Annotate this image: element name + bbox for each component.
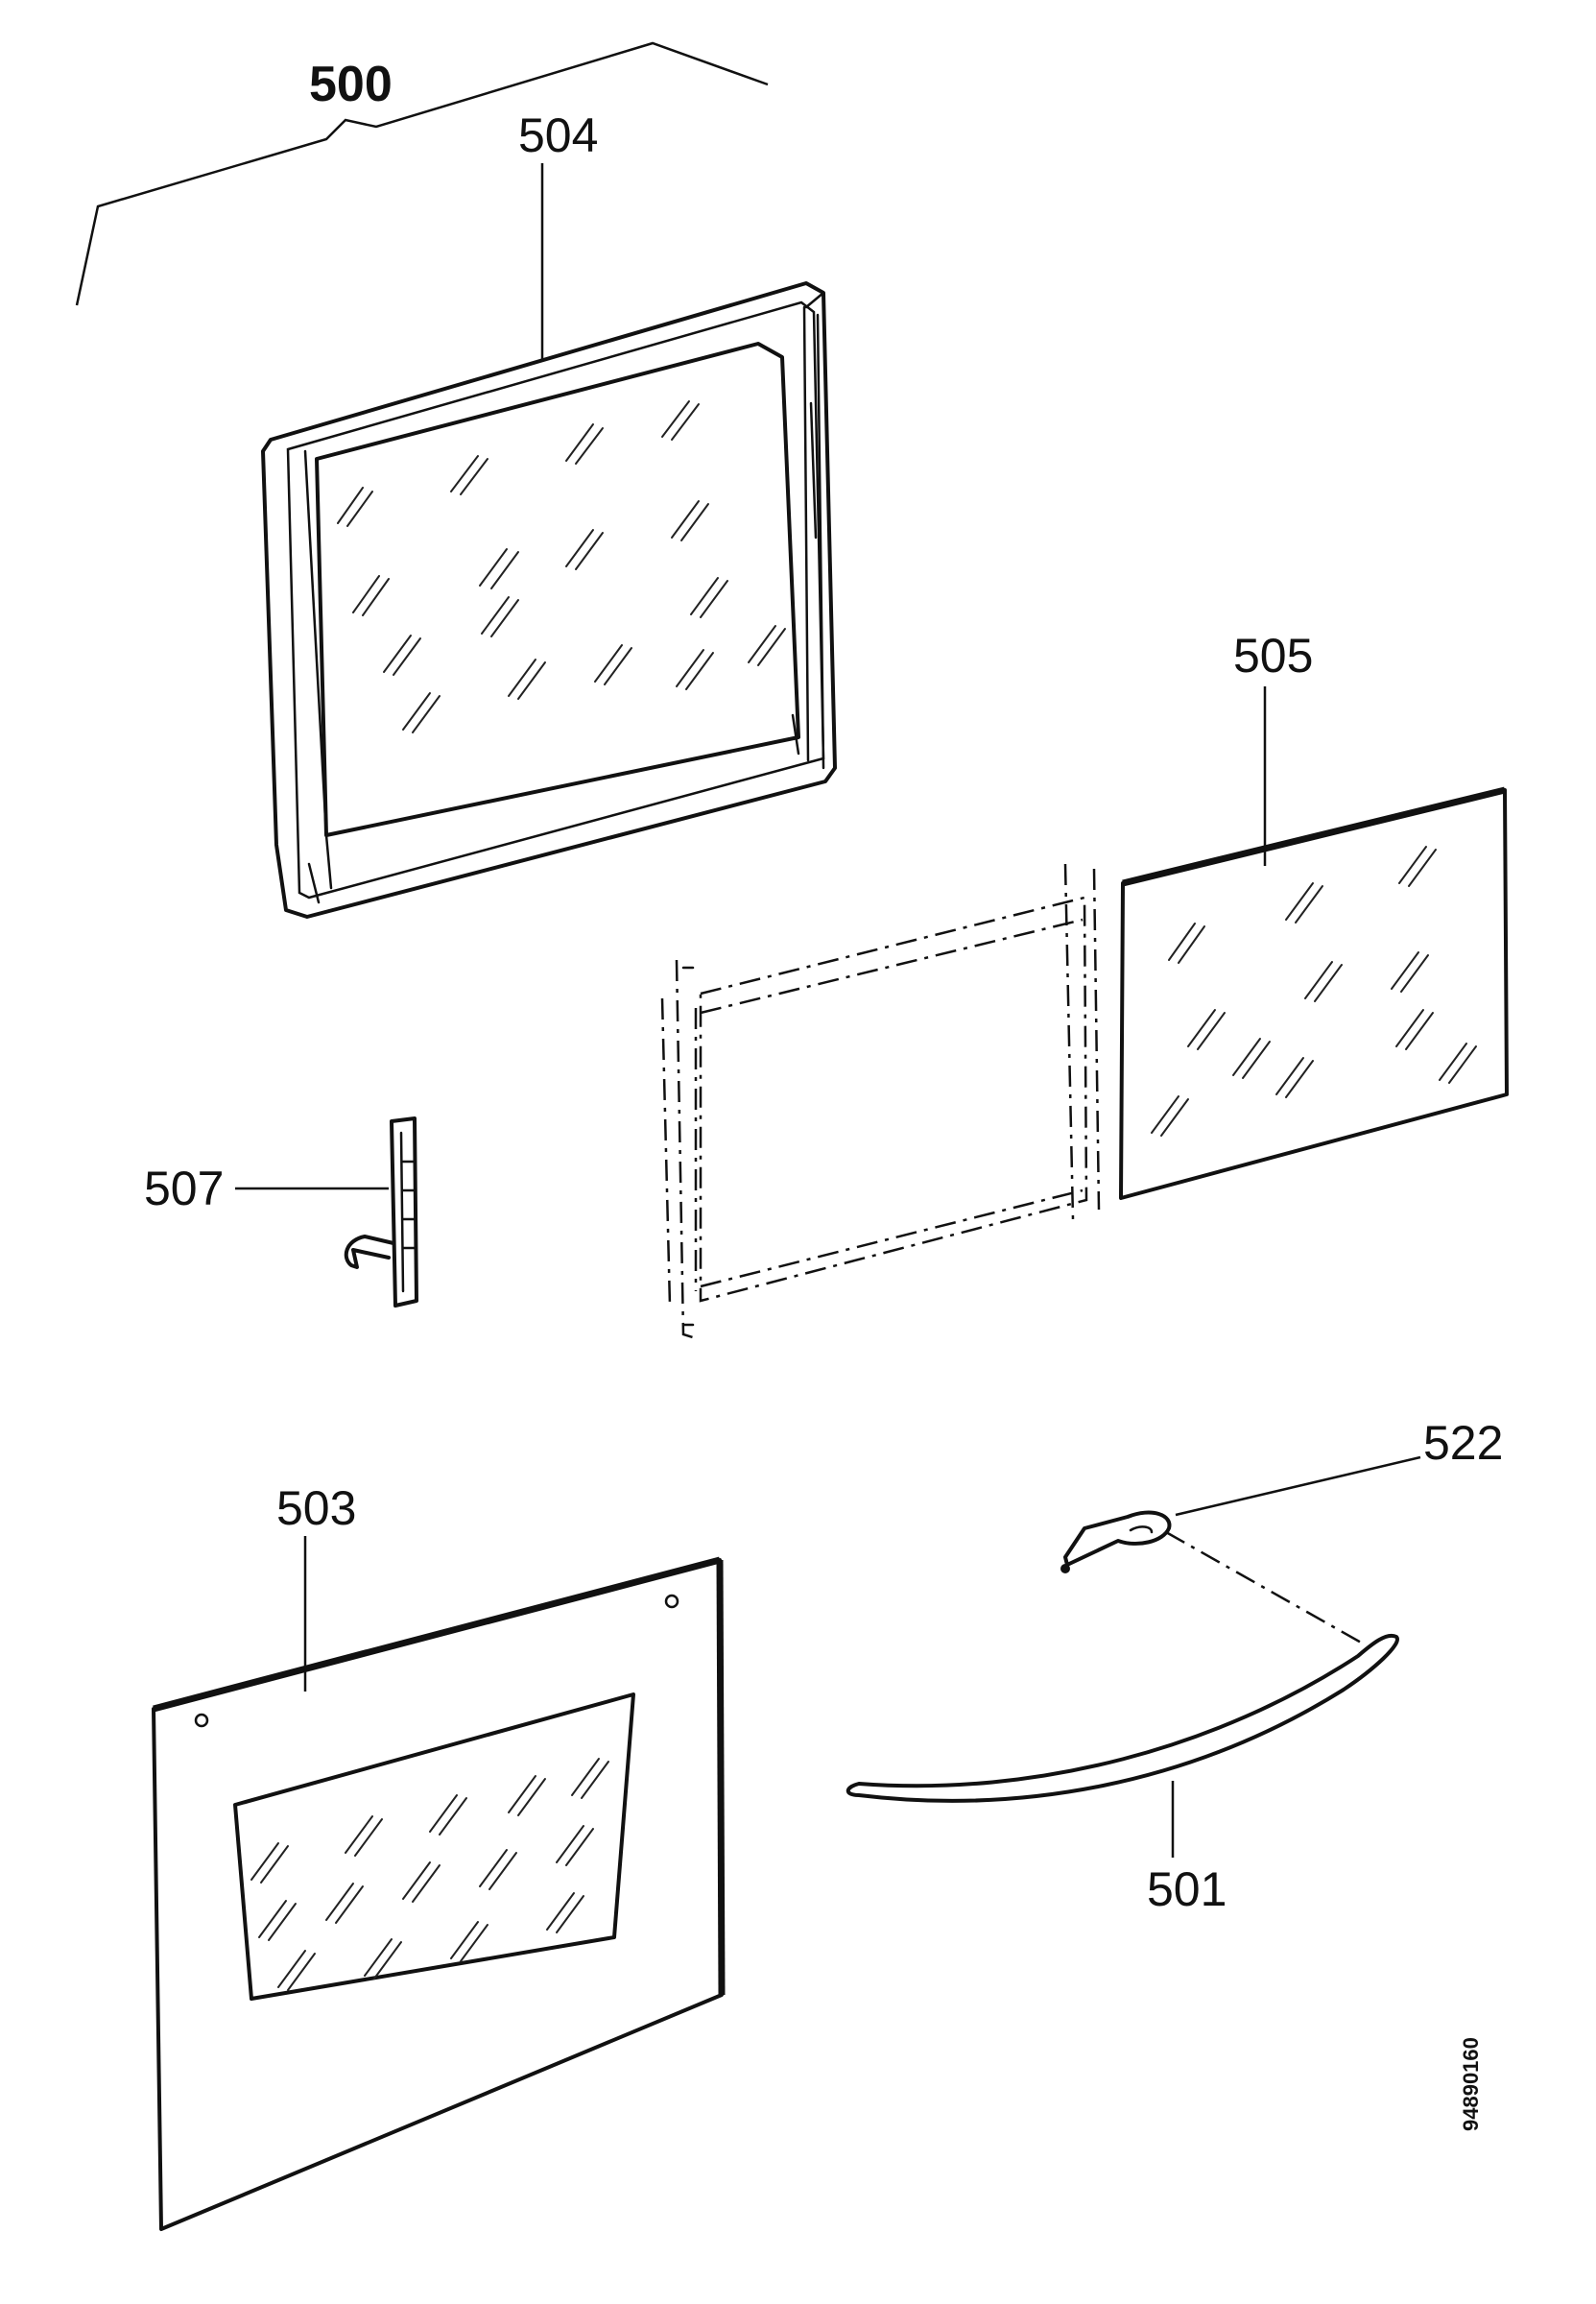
label-507: 507 bbox=[144, 1162, 224, 1215]
label-504: 504 bbox=[518, 108, 598, 162]
label-501: 501 bbox=[1147, 1862, 1227, 1916]
label-522: 522 bbox=[1423, 1416, 1503, 1470]
handle-bracket-522 bbox=[1060, 1510, 1172, 1573]
label-503: 503 bbox=[276, 1481, 356, 1535]
intermediate-frame bbox=[660, 863, 1101, 1341]
assembly-axis bbox=[1165, 1530, 1364, 1645]
leader-522 bbox=[1175, 1455, 1421, 1517]
outer-door-panel-503 bbox=[152, 1556, 726, 2231]
inner-glass-505 bbox=[1119, 786, 1509, 1200]
hinge-507 bbox=[344, 1116, 418, 1308]
label-500: 500 bbox=[309, 57, 393, 112]
assembly-bracket bbox=[75, 41, 769, 306]
inner-door-frame-504 bbox=[261, 281, 837, 919]
door-handle-501 bbox=[846, 1633, 1399, 1803]
label-505: 505 bbox=[1233, 629, 1313, 683]
document-number: 94890160 bbox=[1459, 2037, 1483, 2131]
